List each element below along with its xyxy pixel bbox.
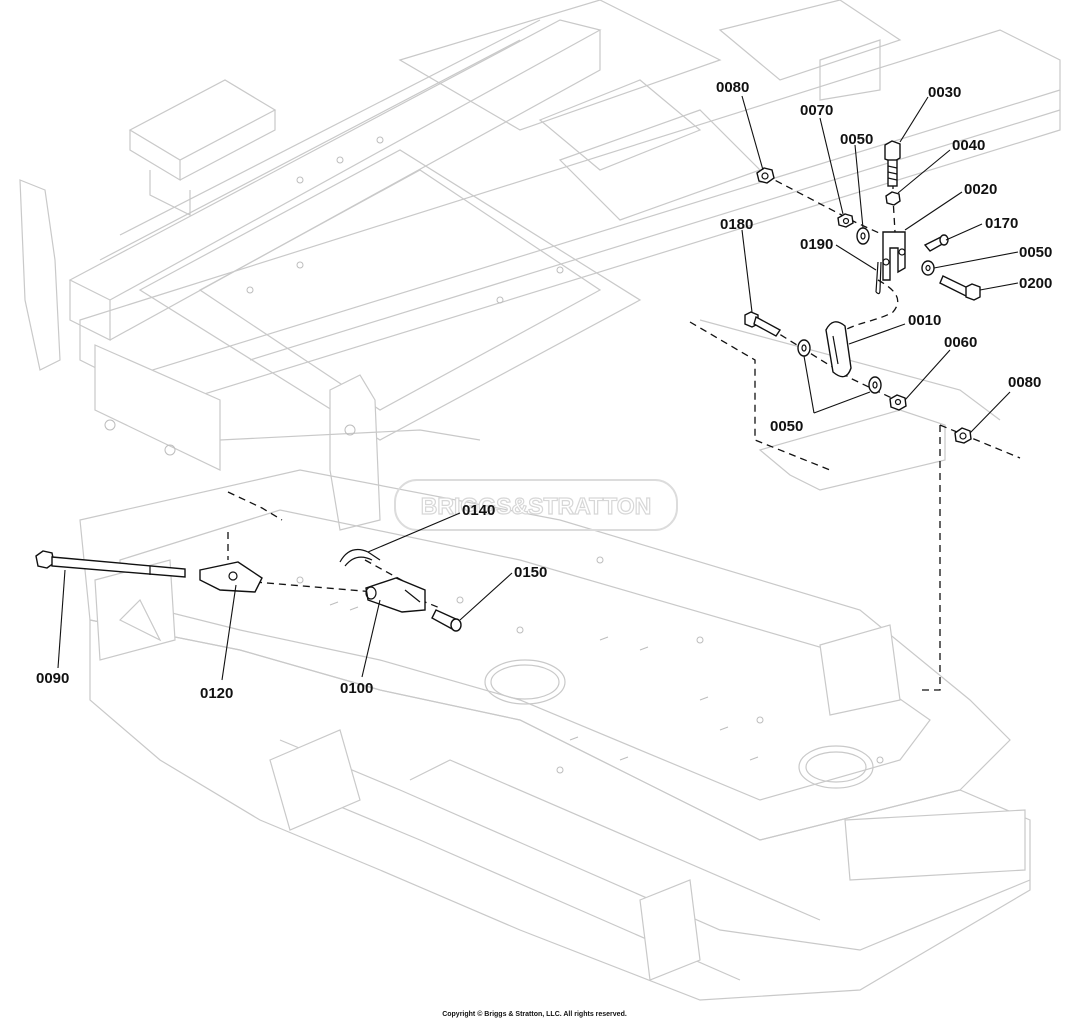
part-0050-washer-upper bbox=[856, 227, 870, 245]
callout-0120: 0120 bbox=[200, 685, 233, 702]
part-0030-bolt bbox=[884, 140, 901, 187]
part-0120-trunnion bbox=[199, 561, 263, 593]
callout-0080: 0080 bbox=[1008, 374, 1041, 391]
part-0140-hairpin bbox=[339, 549, 381, 567]
callout-0030: 0030 bbox=[928, 84, 961, 101]
callout-0150: 0150 bbox=[514, 564, 547, 581]
part-0090-long-bolt bbox=[35, 550, 186, 578]
callout-0100: 0100 bbox=[340, 680, 373, 697]
callout-0080: 0080 bbox=[716, 79, 749, 96]
mower-frame-ghost bbox=[19, 0, 1061, 531]
callout-0170: 0170 bbox=[985, 215, 1018, 232]
part-0100-yoke bbox=[365, 577, 426, 613]
callout-0180: 0180 bbox=[720, 216, 753, 233]
part-0010-link bbox=[825, 321, 852, 378]
callout-0070: 0070 bbox=[800, 102, 833, 119]
part-0180-bolt bbox=[744, 311, 782, 337]
part-0060-nut bbox=[889, 394, 907, 411]
callout-0200: 0200 bbox=[1019, 275, 1052, 292]
callout-0140: 0140 bbox=[462, 502, 495, 519]
callout-0050: 0050 bbox=[770, 418, 803, 435]
part-0050-washer-lower bbox=[797, 339, 811, 357]
callout-0050: 0050 bbox=[1019, 244, 1052, 261]
part-0050-washer-right bbox=[921, 260, 935, 276]
callout-0090: 0090 bbox=[36, 670, 69, 687]
part-0050-washer-link bbox=[868, 376, 882, 394]
svg-text:BRIGGS&STRATTON: BRIGGS&STRATTON bbox=[421, 493, 651, 519]
part-0070-nut bbox=[837, 213, 854, 228]
callout-labels: 0080 0070 0030 0050 0040 0020 0180 0170 … bbox=[36, 79, 1052, 702]
leader-lines bbox=[57, 95, 1019, 681]
copyright-notice: Copyright © Briggs & Stratton, LLC. All … bbox=[442, 1011, 627, 1018]
mower-deck-ghost bbox=[79, 136, 1031, 1001]
callout-0060: 0060 bbox=[944, 334, 977, 351]
part-0150-pin bbox=[431, 609, 462, 632]
callout-0040: 0040 bbox=[952, 137, 985, 154]
callout-0010: 0010 bbox=[908, 312, 941, 329]
part-0040-nut bbox=[885, 191, 901, 206]
part-0190-hairpin bbox=[875, 261, 882, 295]
assembly-dash-lines bbox=[227, 158, 1021, 691]
callout-0190: 0190 bbox=[800, 236, 833, 253]
part-0080-nut-upper bbox=[756, 167, 775, 184]
callout-0020: 0020 bbox=[964, 181, 997, 198]
part-0200-bolt bbox=[939, 275, 981, 301]
brand-watermark: BRIGGS&STRATTON bbox=[394, 479, 678, 531]
callout-0050: 0050 bbox=[840, 131, 873, 148]
part-0080-nut-lower bbox=[954, 427, 972, 444]
part-0170-pin bbox=[923, 234, 949, 252]
part-0020-clevis bbox=[882, 231, 906, 281]
